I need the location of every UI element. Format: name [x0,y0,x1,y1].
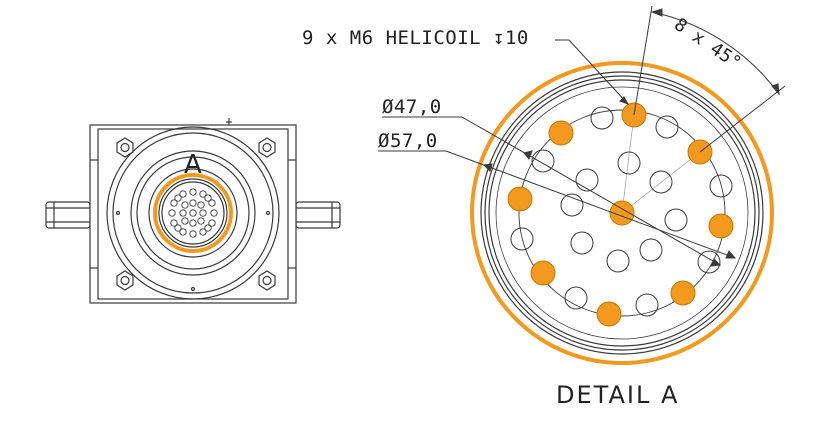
helicoil-holes [507,102,734,327]
helicoil-hole [708,213,734,239]
right-pin [295,201,341,229]
detail-boundary [470,61,774,365]
flange-outer [106,126,280,300]
bolt-bottom-right [258,270,276,291]
helicoil-callout: 9 x M6 HELICOIL ↧10 [302,27,529,49]
view-letter: A [184,150,202,180]
mini-hole-pattern [168,188,218,238]
dia-47-dimension [382,116,722,267]
helicoil-hole [548,120,574,146]
bolt-top-right [258,137,276,158]
dia-57-label: Ø57,0 [378,130,438,152]
dia-57-dimension [378,150,737,259]
housing-body [89,124,297,304]
angle-dimension [633,5,786,153]
helicoil-hole [507,186,533,212]
bolt-top-left [116,137,134,158]
helicoil-hole [670,280,696,306]
helicoil-hole [530,260,556,286]
plain-holes [510,106,733,317]
detail-a-ring [153,173,233,253]
pattern-construction-lines [621,114,701,214]
dia-47-label: Ø47,0 [382,96,442,118]
left-view [45,118,341,304]
detail-a-view [378,5,786,365]
bolt-bottom-left [116,270,134,291]
helicoil-leader [555,39,630,105]
helicoil-hole [596,301,622,327]
helicoil-hole [609,200,635,226]
detail-title: DETAIL A [556,381,680,409]
left-pin [45,201,91,229]
